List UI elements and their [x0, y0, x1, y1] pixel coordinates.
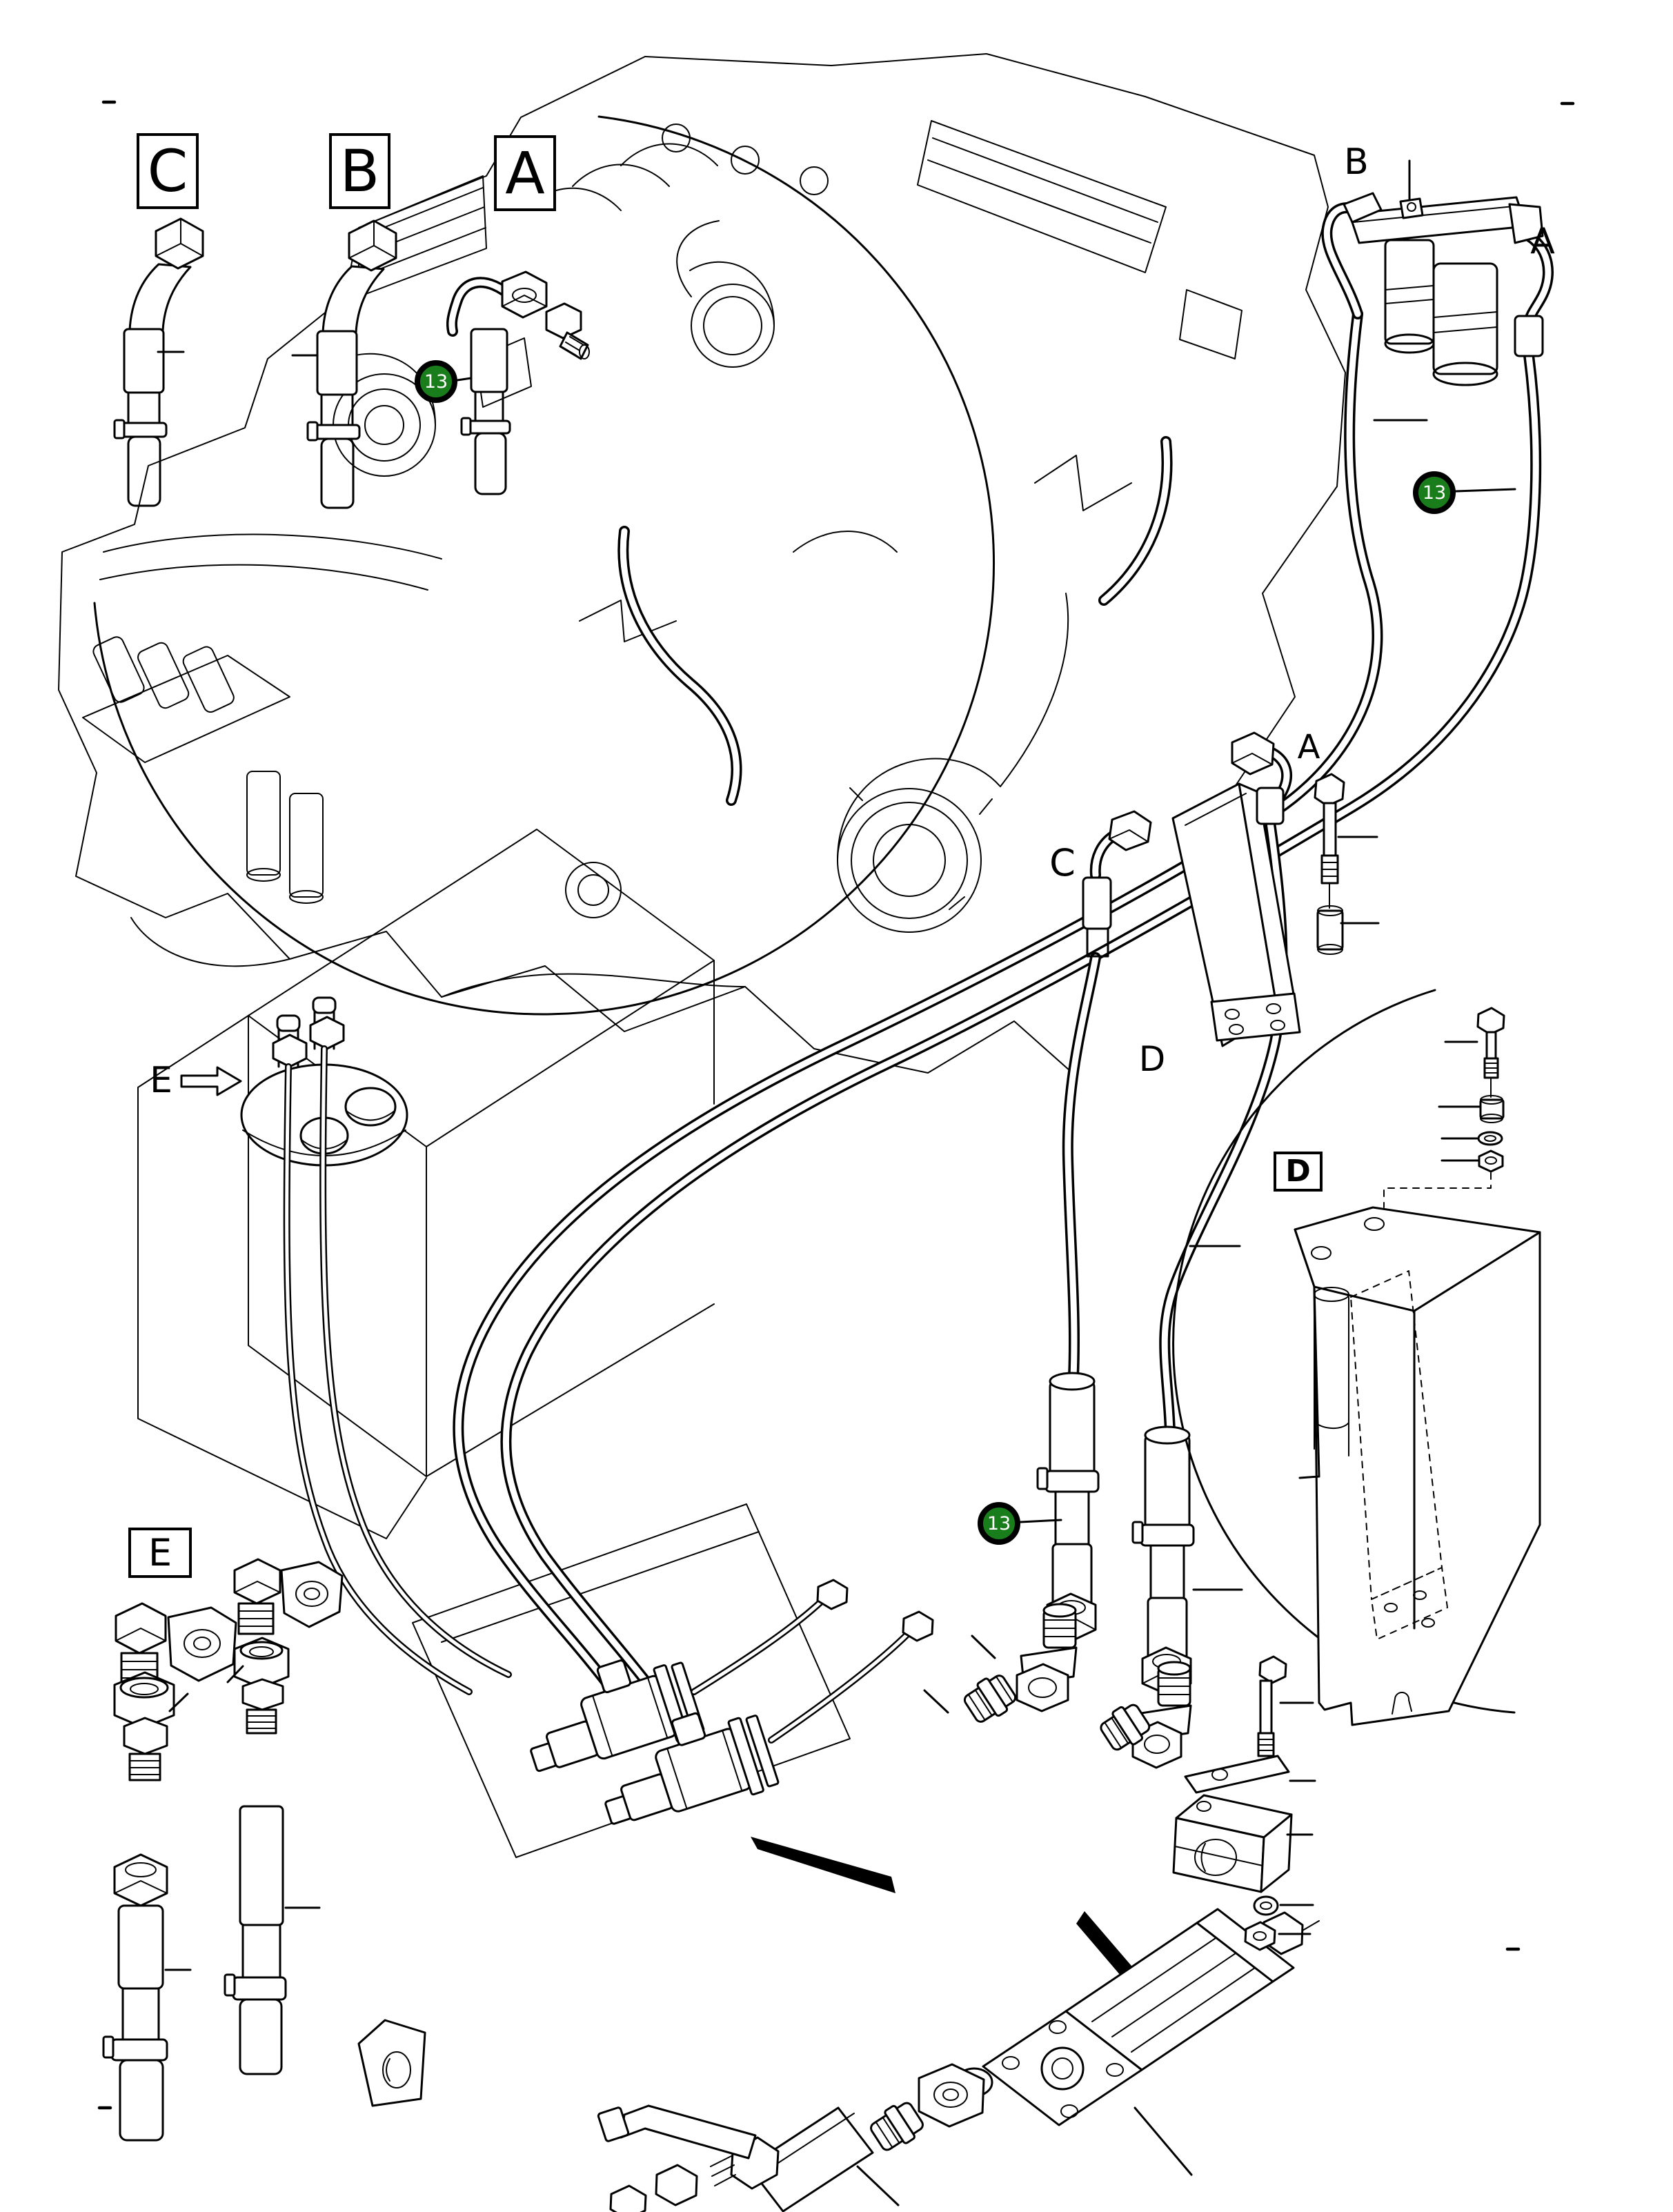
tank-fuel-pipes: [283, 1045, 512, 1695]
label-bracket-hose-c: C: [1049, 841, 1076, 885]
pump-and-valve-assembly: [357, 1372, 1320, 2212]
detail-label-box-c: C: [137, 133, 199, 209]
label-bracket-hose-a: A: [1297, 727, 1320, 767]
bracket-detail-d: [1294, 1007, 1541, 1726]
arrow-right-icon: [180, 1066, 242, 1096]
label-filter-hose-a: A: [1530, 221, 1555, 262]
detail-label-box-d: D: [1274, 1152, 1323, 1192]
part-callout-13-bottom[interactable]: 13: [978, 1502, 1020, 1545]
detail-label-box-a: A: [494, 135, 556, 211]
detail-label-box-b: B: [329, 133, 390, 209]
detail-label-b: B: [339, 137, 380, 205]
part-callout-13-top-left[interactable]: 13: [415, 360, 457, 403]
detail-label-d: D: [1285, 1154, 1311, 1189]
detail-label-box-e: E: [128, 1528, 192, 1578]
leader-lines: [157, 159, 1516, 2206]
hose-detail-a: [446, 270, 590, 495]
part-callout-13-top-right[interactable]: 13: [1413, 471, 1456, 514]
bracket-assembly: [1082, 731, 1345, 1047]
detail-label-c: C: [147, 137, 188, 205]
label-tank-sender-e: E: [150, 1059, 172, 1101]
label-bracket-position-d: D: [1138, 1039, 1166, 1079]
label-filter-hose-b: B: [1344, 141, 1369, 183]
fuel-filter-assembly: [1321, 192, 1554, 386]
metal-tube-hose-right: [1131, 1425, 1195, 1696]
tank-sender-plate: [180, 996, 408, 1167]
detail-label-e: E: [148, 1530, 172, 1574]
detail-bubble-top-left: [93, 115, 995, 1016]
fitting-detail-e: [102, 1558, 344, 2142]
solenoid-valve-2: [604, 1712, 780, 1825]
fuel-hose-runs: [453, 308, 1542, 1699]
hose-detail-c: [113, 217, 204, 507]
registration-marks: [97, 100, 1575, 2110]
metal-tube-hose-left: [1036, 1372, 1100, 1642]
detail-label-a: A: [505, 139, 545, 207]
